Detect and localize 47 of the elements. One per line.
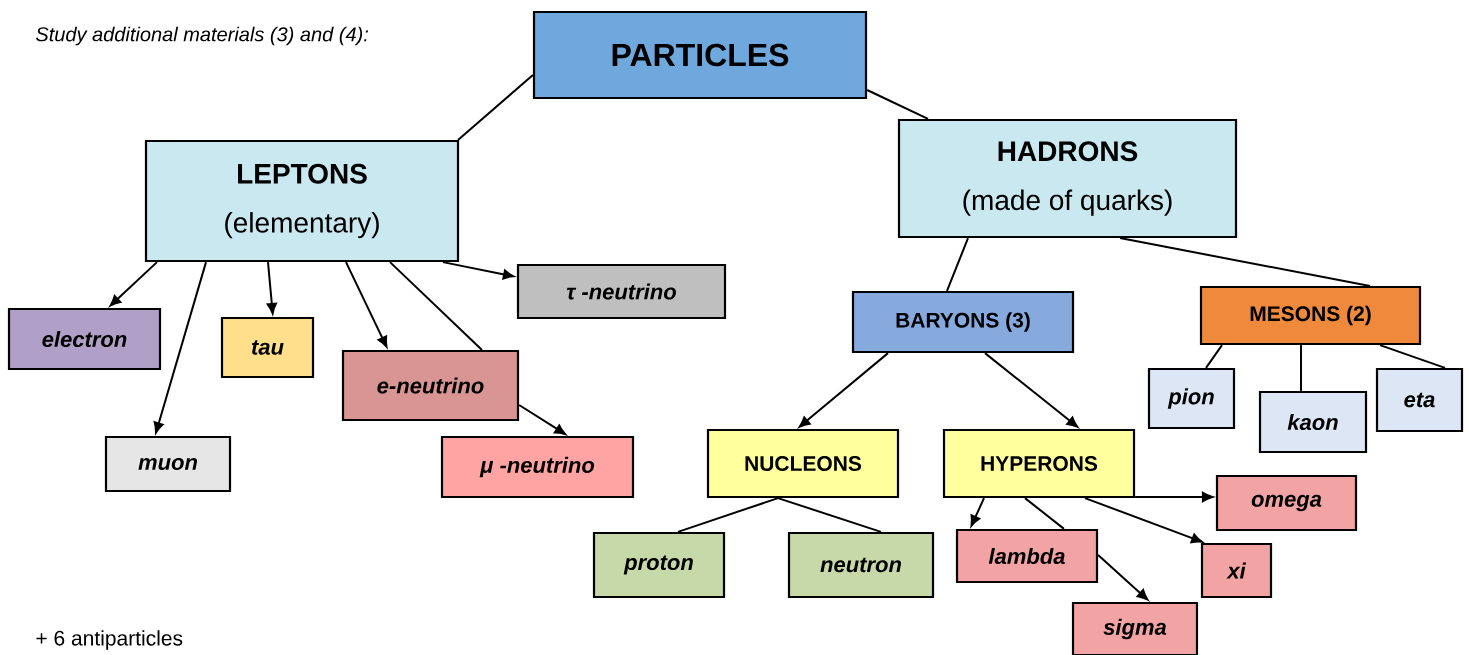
arrow [798,352,889,428]
arrow [984,352,1079,428]
particle-box: muon [104,435,232,493]
arrow [345,261,388,348]
particle-box: sigma [1071,601,1199,655]
particle-box: omega [1215,474,1358,532]
arrow [1134,491,1214,503]
arrow [442,261,515,280]
group-box: HYPERONS [942,428,1136,499]
connector-line [677,497,779,533]
particle-box: τ -neutrino [516,263,727,320]
arrow [1097,554,1149,601]
connector-line [1205,344,1223,369]
connector-line [389,261,483,351]
arrow [266,261,277,315]
particle-box: eta [1375,367,1464,433]
particle-box: neutron [787,531,935,599]
particle-box: electron [7,307,162,371]
particle-box: μ -neutrino [440,435,635,499]
connector-line [457,74,534,141]
group-box: NUCLEONS [706,428,900,499]
arrow [970,497,985,527]
particle-box: pion [1147,367,1236,430]
arrow [518,404,566,435]
particle-box: lambda [955,528,1099,584]
particle-box: e-neutrino [341,349,520,422]
connector-line [1300,344,1302,392]
connector-line [946,237,969,292]
connector-line [1119,237,1371,287]
group-box: BARYONS (3) [851,290,1075,354]
particle-box: xi [1200,542,1273,599]
root-box: PARTICLES [532,10,868,100]
arrow [1084,497,1203,544]
connector-line [1379,344,1446,369]
connector-line [1024,497,1065,530]
group-box: MESONS (2) [1199,285,1422,346]
connector-line [866,89,929,120]
arrow [153,261,207,434]
particle-box: tau [220,316,315,379]
category-box: HADRONS (made of quarks) [897,118,1238,239]
note: + 6 antiparticles [36,630,183,650]
category-box: LEPTONS (elementary) [144,139,460,263]
particle-box: kaon [1258,390,1368,454]
instruction-note: Study additional materials (3) and (4): [35,26,369,46]
connector-line [777,497,882,533]
particle-box: proton [592,531,726,599]
arrow [109,261,158,307]
